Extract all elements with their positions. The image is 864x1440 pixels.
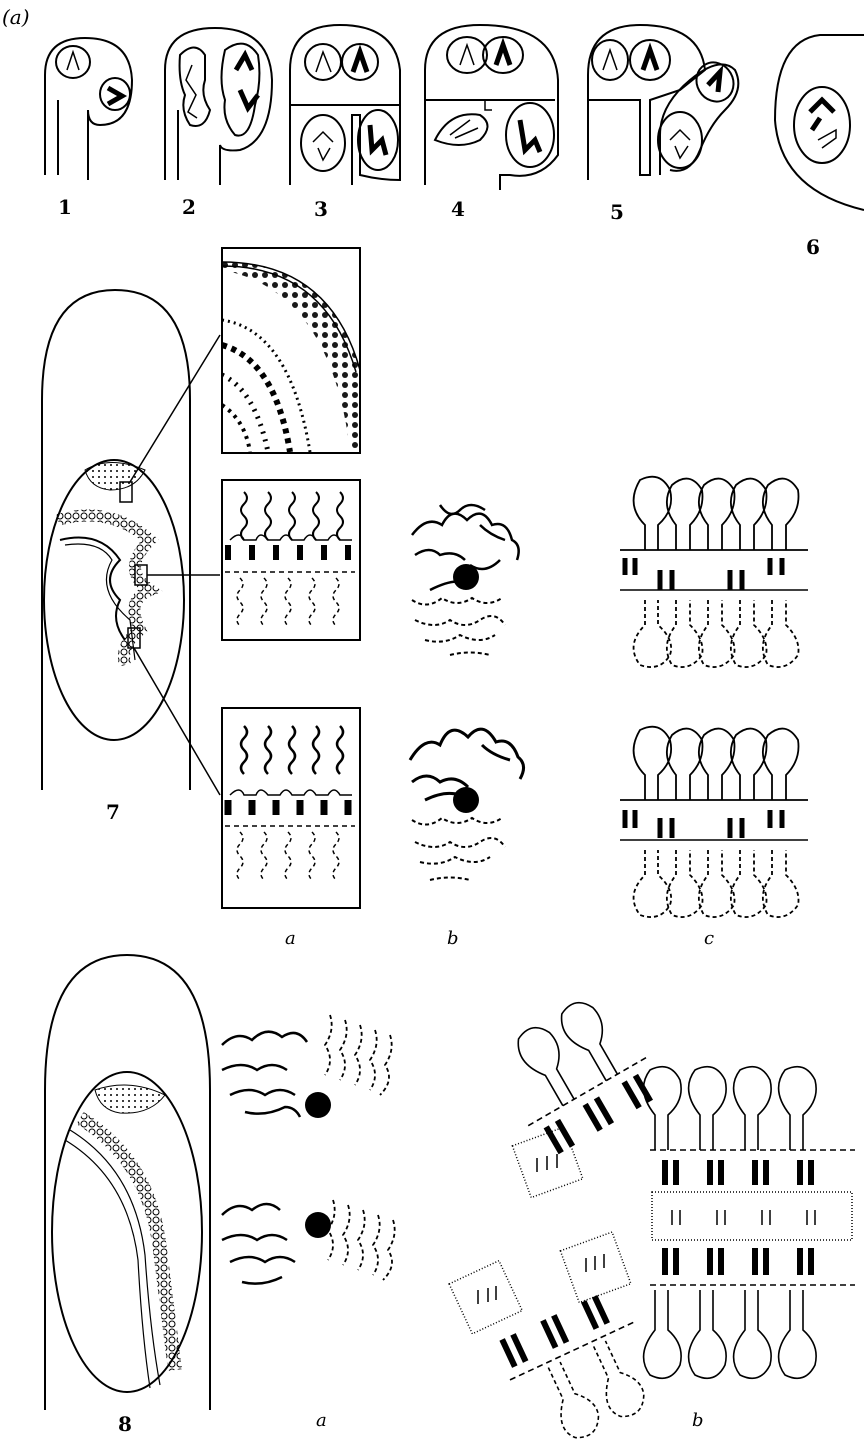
fig8-a-upper [222, 1015, 392, 1118]
stage-5-drawing [588, 25, 741, 180]
stage-4-drawing [425, 25, 558, 190]
fig7-sublabel-a: a [285, 928, 296, 949]
stage-label-5: 5 [610, 200, 624, 224]
fig8-cell-drawing [45, 955, 210, 1410]
fig7-c-upper [620, 477, 808, 667]
fig7-b-lower [410, 729, 524, 880]
stage-label-6: 6 [806, 235, 820, 259]
fig8-a-lower [222, 1200, 395, 1284]
figure-label-7: 7 [106, 800, 120, 824]
fig8-sublabel-b: b [692, 1410, 704, 1431]
fig8-b-drawing [449, 984, 855, 1440]
panel-label: (a) [2, 5, 30, 29]
figure-label-8: 8 [118, 1412, 132, 1436]
fig7-b-upper [412, 505, 519, 655]
fig7-inset-middle [222, 480, 360, 640]
fig7-inset-top [222, 248, 360, 453]
fig7-sublabel-c: c [704, 928, 714, 949]
fig8-sublabel-a: a [316, 1410, 327, 1431]
fig7-inset-bottom [222, 708, 360, 908]
fig7-sublabel-b: b [447, 928, 459, 949]
fig7-cell-drawing [42, 290, 220, 795]
stage-1-drawing [45, 38, 132, 180]
stage-label-4: 4 [451, 197, 465, 221]
fig7-c-lower [620, 727, 808, 917]
stage-label-1: 1 [58, 195, 72, 219]
stage-6-drawing [775, 35, 864, 210]
stage-label-3: 3 [314, 197, 328, 221]
stage-2-drawing [165, 28, 272, 185]
stage-3-drawing [290, 25, 400, 185]
stage-label-2: 2 [182, 195, 196, 219]
